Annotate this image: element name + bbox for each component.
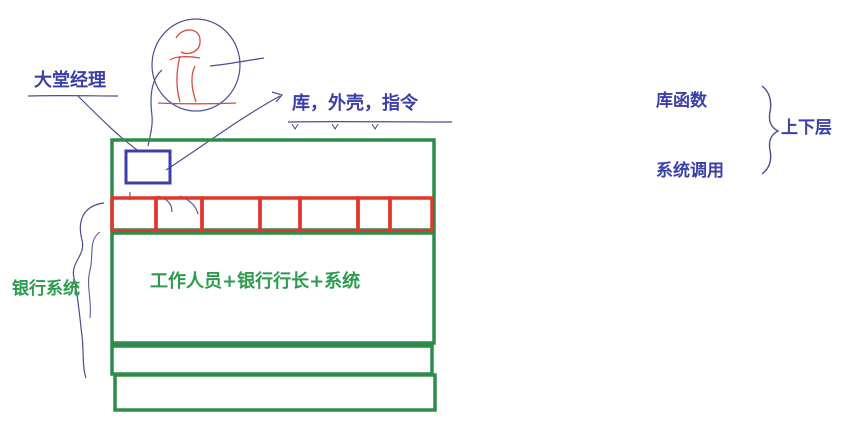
library-arrowhead xyxy=(271,91,284,103)
curly-brace xyxy=(761,85,780,175)
service-window xyxy=(110,196,158,233)
bank-layer-box xyxy=(110,344,434,376)
lobby-manager-label: 大堂经理 xyxy=(34,70,106,91)
staff-manager-system-label: 工作人员+银行行长+系统 xyxy=(150,271,361,292)
service-window xyxy=(356,196,392,233)
bank-system-label: 银行系统 xyxy=(12,279,80,299)
brace-inner-scribble xyxy=(88,231,101,319)
bank-outer-frame xyxy=(110,138,436,232)
service-window xyxy=(388,196,434,233)
annotation-lines xyxy=(27,85,780,379)
lobby-manager-box xyxy=(124,149,172,185)
dispatch-arrows xyxy=(129,192,199,215)
library-underline-squiggle xyxy=(291,123,379,130)
lobby-pointer-line xyxy=(77,95,141,153)
library-arrow-line xyxy=(165,95,281,171)
person-arm-scribble xyxy=(147,57,265,147)
service-window xyxy=(154,196,204,233)
bank-internal-frame xyxy=(110,231,436,345)
service-window-row xyxy=(110,196,434,233)
service-window xyxy=(298,196,360,233)
bank-base-box xyxy=(113,373,437,412)
service-window xyxy=(200,196,262,233)
service-window xyxy=(258,196,302,233)
head-circle xyxy=(151,18,241,112)
system-call-label: 系统调用 xyxy=(656,161,724,181)
brace-left-scribble xyxy=(72,202,105,379)
library-function-label: 库函数 xyxy=(656,91,707,111)
library-shell-instruction-label: 库，外壳，指令 xyxy=(292,93,418,114)
upper-lower-layer-label: 上下层 xyxy=(781,118,832,138)
bank-structure xyxy=(110,138,437,412)
person-face-scribble xyxy=(157,29,237,105)
person-sketch xyxy=(147,18,265,147)
